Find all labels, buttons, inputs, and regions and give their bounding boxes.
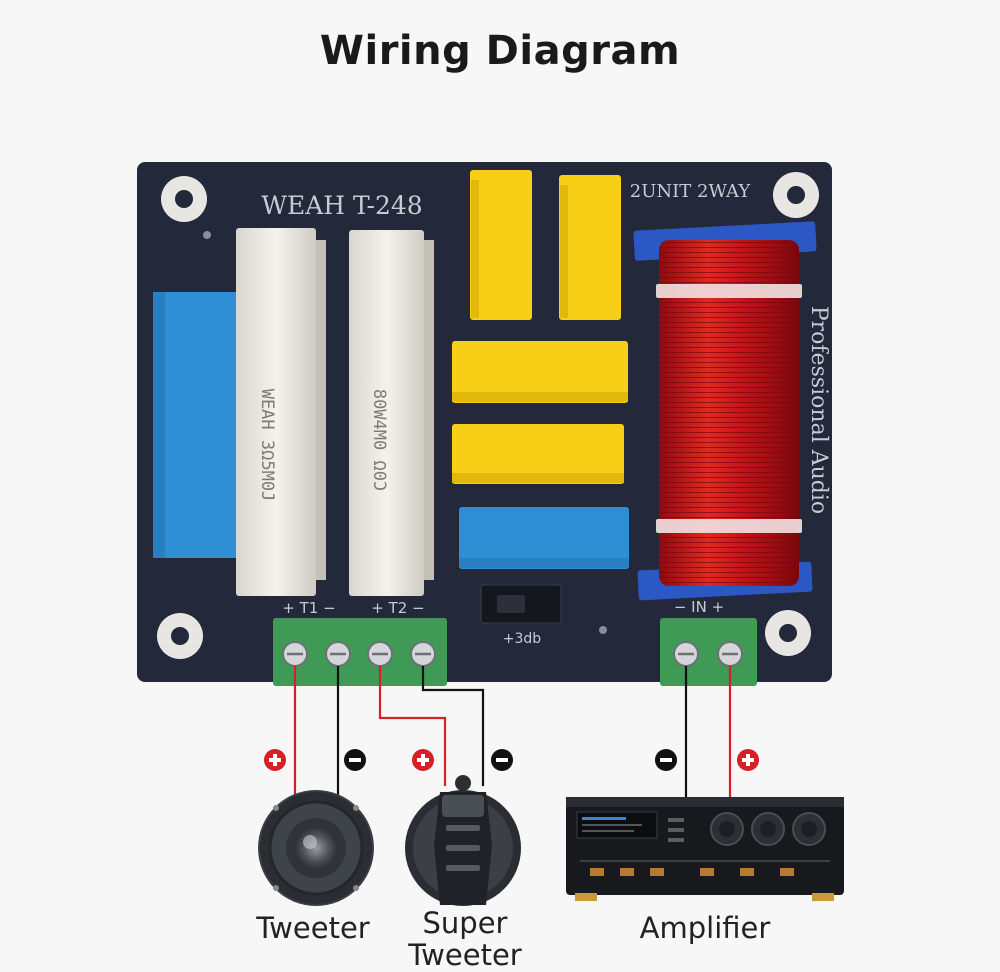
resistor-side (424, 240, 434, 580)
amplifier-label-text: Amplifier (639, 911, 771, 945)
capacitor-shade (560, 185, 568, 318)
via-dot (203, 231, 211, 239)
super-tweeter-icon (405, 775, 521, 906)
terminal-block (273, 618, 447, 686)
switch-slider (497, 595, 525, 613)
resistor-body (236, 228, 316, 596)
tweeter-icon (258, 790, 374, 906)
resistor-side (316, 240, 326, 580)
resistor-1: WEAH 3Ω5M0J (236, 228, 326, 596)
switch-label: +3db (503, 631, 542, 647)
terminal-t2-label: + T2 − (371, 599, 424, 617)
resistor-1-print: WEAH 3Ω5M0J (257, 389, 277, 502)
capacitor-shade (452, 392, 628, 402)
wire-super-tweeter-positive (378, 666, 447, 786)
negative-marker-icon (491, 749, 513, 771)
polarity-markers (264, 749, 759, 771)
terminal-block-input (660, 618, 757, 686)
mounting-hole-center (175, 190, 193, 208)
positive-marker-icon (412, 749, 434, 771)
capacitor-yellow (470, 170, 532, 320)
positive-marker-icon (264, 749, 286, 771)
wire-super-tweeter-negative (421, 666, 485, 786)
resistor-2: 80W4M0 Ω0Ͻ (349, 230, 434, 596)
mounting-hole-center (779, 624, 797, 642)
resistor-2-print: 80W4M0 Ω0Ͻ (369, 389, 389, 491)
capacitors-yellow (452, 170, 628, 484)
wires (293, 666, 732, 805)
mounting-holes (157, 172, 819, 659)
super-tweeter-label-line2: Tweeter (408, 938, 522, 972)
page-title: Wiring Diagram (319, 28, 681, 74)
negative-marker-icon (344, 749, 366, 771)
capacitor-yellow (559, 175, 621, 320)
brand-vertical-label: Professional Audio (806, 306, 831, 514)
capacitor-shade (459, 558, 629, 568)
via-dot (599, 626, 607, 634)
capacitor-yellow (452, 341, 628, 403)
positive-marker-icon (737, 749, 759, 771)
super-tweeter-label: Super Tweeter (390, 907, 540, 971)
capacitor-blue-small (459, 507, 629, 569)
terminal-t1-label: + T1 − (282, 599, 335, 617)
amplifier-label: Amplifier (615, 912, 795, 944)
terminal-block (660, 618, 757, 686)
cable-tie (656, 519, 802, 533)
capacitor-shade (153, 292, 165, 558)
cable-tie (656, 284, 802, 298)
super-tweeter-label-line1: Super (422, 906, 508, 940)
db-switch: +3db (480, 584, 562, 647)
terminal-block-output (273, 618, 447, 686)
amplifier-icon (566, 797, 844, 901)
board-model-label: WEAH T-248 (261, 191, 422, 220)
board-config-label: 2UNIT 2WAY (630, 181, 752, 202)
capacitor-yellow (452, 424, 624, 484)
mounting-hole-center (787, 186, 805, 204)
tweeter-label-text: Tweeter (256, 911, 370, 945)
terminal-in-label: − IN + (674, 598, 724, 616)
mounting-hole-center (171, 627, 189, 645)
capacitor-blue-large (153, 292, 241, 558)
capacitor-shade (452, 473, 624, 483)
resistor-body (349, 230, 424, 596)
coil-wire-texture (659, 240, 799, 586)
negative-marker-icon (655, 749, 677, 771)
tweeter-label: Tweeter (233, 912, 393, 944)
crossover-board: WEAH T-248 2UNIT 2WAY WEAH 3Ω5M0J 80W4M0… (137, 162, 832, 686)
inductor-coil (633, 221, 817, 601)
capacitor-shade (471, 180, 479, 318)
